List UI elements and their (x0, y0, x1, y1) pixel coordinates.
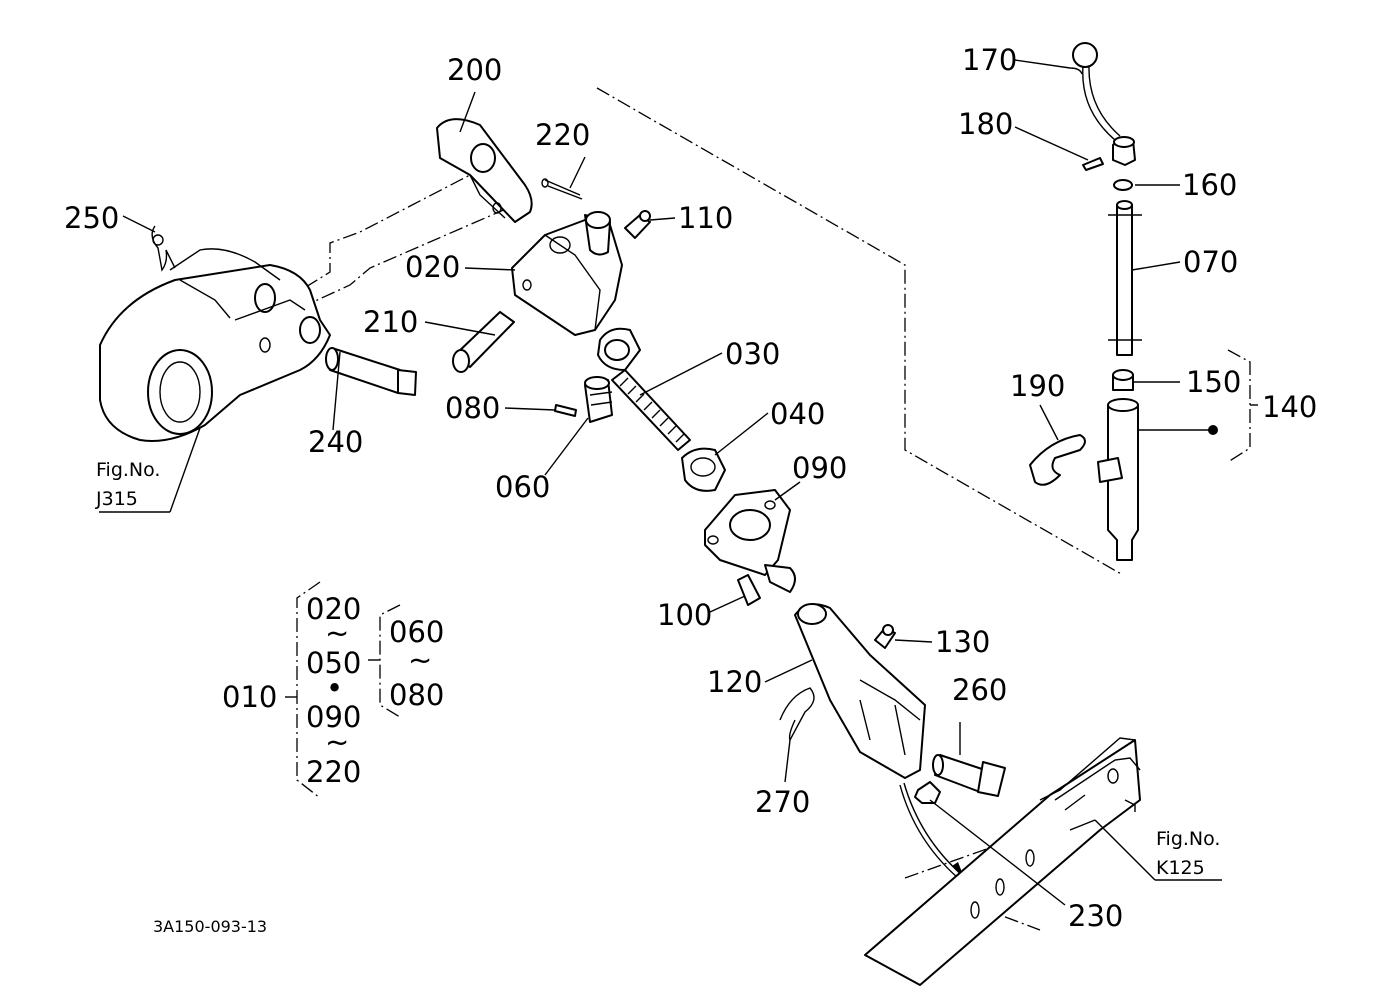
label-060: 060 (495, 470, 550, 504)
group-main-bullet: • (326, 671, 343, 705)
housing-090 (704, 489, 796, 593)
label-210: 210 (363, 305, 418, 339)
body-020 (511, 211, 623, 336)
group-main-mid: 050 (306, 646, 361, 680)
pin-260 (932, 754, 1006, 797)
gear-060 (584, 376, 613, 423)
label-070: 070 (1183, 245, 1238, 279)
assembly-group-main: 020 ~ 050 • 090 ~ 220 (306, 592, 361, 789)
grease-nipple-130 (874, 624, 896, 649)
snap-pin-270 (779, 687, 815, 742)
cotter-pin-220 (541, 178, 583, 200)
group-sub-tilde: ~ (408, 643, 432, 677)
pin-240 (325, 347, 417, 396)
label-170: 170 (962, 43, 1017, 77)
nut-230 (914, 781, 941, 804)
snap-pin-250 (151, 225, 176, 272)
label-180: 180 (958, 107, 1013, 141)
bushing-150 (1112, 369, 1134, 391)
label-270: 270 (755, 785, 810, 819)
label-010: 010 (222, 680, 277, 714)
label-260: 260 (952, 673, 1007, 707)
figure-ref-k125: Fig.No. K125 (1156, 828, 1220, 879)
frame-k125 (864, 737, 1141, 986)
group-main-mid2: 090 (306, 700, 361, 734)
knob-170 (1072, 42, 1121, 141)
assembly-group-sub: 060 ~ 080 (389, 615, 444, 712)
label-120: 120 (707, 665, 762, 699)
group-brace-sub (368, 604, 401, 718)
label-020: 020 (405, 250, 460, 284)
label-090: 090 (792, 451, 847, 485)
bracket-j315 (99, 248, 331, 442)
label-080: 080 (445, 391, 500, 425)
label-140: 140 (1262, 390, 1317, 424)
fig-ref-j315-prefix: Fig.No. (96, 459, 160, 481)
shaft-140 (1097, 398, 1218, 561)
group-sub-bottom: 080 (389, 678, 444, 712)
collar-180-head (1082, 136, 1136, 171)
figure-ref-j315: Fig.No. J315 (95, 459, 160, 510)
label-250: 250 (64, 201, 119, 235)
part-labels: 170 180 160 070 150 140 190 200 220 110 … (64, 43, 1317, 933)
grease-nipple-110 (624, 210, 651, 239)
bolt-100 (737, 574, 761, 606)
label-240: 240 (308, 425, 363, 459)
label-220: 220 (535, 118, 590, 152)
label-190: 190 (1010, 369, 1065, 403)
label-110: 110 (678, 201, 733, 235)
fig-ref-k125-prefix: Fig.No. (1156, 828, 1220, 850)
threaded-shaft-030 (597, 327, 691, 451)
label-200: 200 (447, 53, 502, 87)
rod-070 (1108, 200, 1142, 356)
group-main-tilde-1: ~ (325, 616, 349, 650)
bushing-040 (681, 447, 726, 492)
group-brace-140 (1227, 349, 1258, 463)
group-sub-top: 060 (389, 615, 444, 649)
fig-ref-k125-number: K125 (1156, 857, 1205, 879)
group-main-tilde-2: ~ (325, 725, 349, 759)
label-100: 100 (657, 598, 712, 632)
label-150: 150 (1186, 365, 1241, 399)
washer-160 (1113, 179, 1133, 191)
group-main-top: 020 (306, 592, 361, 626)
label-130: 130 (935, 625, 990, 659)
yoke-200 (436, 118, 533, 223)
label-230: 230 (1068, 899, 1123, 933)
spring-pin-080 (554, 404, 577, 417)
diagram-code: 3A150-093-13 (153, 917, 267, 936)
label-160: 160 (1182, 168, 1237, 202)
group-main-bottom: 220 (306, 755, 361, 789)
fig-ref-j315-number: J315 (95, 488, 138, 510)
pin-210 (452, 311, 515, 373)
leader-lines (99, 59, 1222, 906)
label-030: 030 (725, 337, 780, 371)
label-040: 040 (770, 397, 825, 431)
fork-120 (794, 603, 926, 779)
group-brace-main (285, 581, 321, 799)
clip-190 (1029, 434, 1086, 486)
